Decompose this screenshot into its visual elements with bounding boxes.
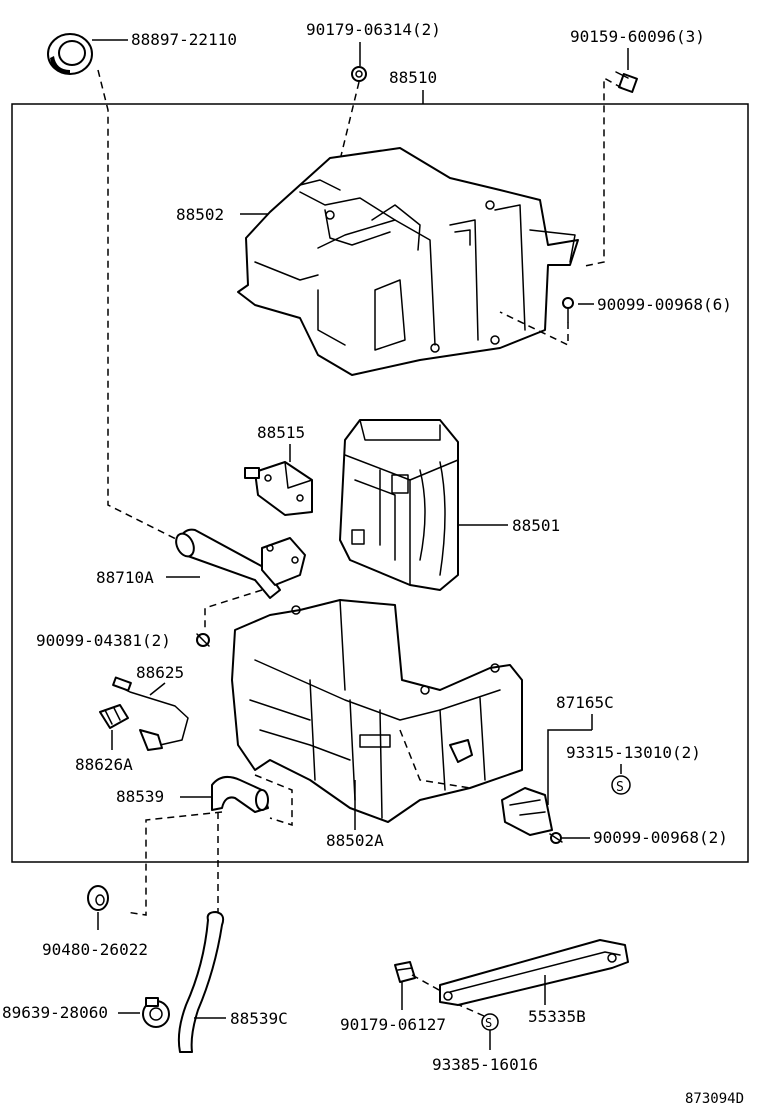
drain-hose-long-part[interactable] <box>177 911 225 1053</box>
label-nut: 90179-06127 <box>340 1015 446 1034</box>
drain-hose-part[interactable] <box>211 775 269 813</box>
label-screw-brace: 93385-16016 <box>432 1055 538 1074</box>
screw-pipe-icon[interactable] <box>196 633 210 647</box>
diagram-id: 873094D <box>685 1091 744 1107</box>
screw-top-icon[interactable] <box>351 66 367 82</box>
label-screw-right: 90099-00968(6) <box>597 295 732 314</box>
upper-case-part[interactable] <box>237 147 579 376</box>
bracket-part[interactable] <box>501 787 553 836</box>
label-grommet: 90480-26022 <box>42 940 148 959</box>
label-screw-bottom-right: 90099-00968(2) <box>593 828 728 847</box>
assembly-frame <box>11 103 749 863</box>
label-lower-case: 88502A <box>326 831 384 850</box>
thermistor-part[interactable] <box>112 676 189 751</box>
svg-text:S: S <box>616 780 624 795</box>
grommet-part[interactable] <box>87 885 109 911</box>
expansion-valve-part[interactable] <box>244 461 313 516</box>
label-clamp: 89639-28060 <box>2 1003 108 1022</box>
label-clip: 88626A <box>75 755 133 774</box>
label-brace: 55335B <box>528 1007 586 1026</box>
pipe-part[interactable] <box>173 528 306 599</box>
label-screw-bracket: 93315-13010(2) <box>566 743 701 762</box>
label-drain-hose-long: 88539C <box>230 1009 288 1028</box>
label-upper-case: 88502 <box>176 205 224 224</box>
label-screw-pipe: 90099-04381(2) <box>36 631 171 650</box>
label-thermistor: 88625 <box>136 663 184 682</box>
seal-ring[interactable] <box>47 33 93 75</box>
bolt-top-icon[interactable] <box>615 71 638 93</box>
brace-part[interactable] <box>439 939 629 1006</box>
evaporator-part[interactable] <box>339 419 459 591</box>
s-marker-brace-icon: S <box>481 1013 499 1031</box>
label-seal: 88897-22110 <box>131 30 237 49</box>
screw-right-icon[interactable] <box>562 297 574 323</box>
nut-part[interactable] <box>394 961 416 983</box>
screw-bottom-right-icon[interactable] <box>549 832 563 844</box>
clamp-part[interactable] <box>142 997 170 1028</box>
label-pipe: 88710A <box>96 568 154 587</box>
label-drain-hose: 88539 <box>116 787 164 806</box>
svg-text:S: S <box>485 1016 492 1030</box>
lower-case-part[interactable] <box>231 599 523 823</box>
label-bracket: 87165C <box>556 693 614 712</box>
label-bolt-top: 90159-60096(3) <box>570 27 705 46</box>
clip-part[interactable] <box>99 704 129 729</box>
label-screw-top: 90179-06314(2) <box>306 20 441 39</box>
label-assembly: 88510 <box>389 68 437 87</box>
s-marker-bracket-icon: S <box>611 775 631 795</box>
label-evaporator: 88501 <box>512 516 560 535</box>
label-expansion-valve: 88515 <box>257 423 305 442</box>
